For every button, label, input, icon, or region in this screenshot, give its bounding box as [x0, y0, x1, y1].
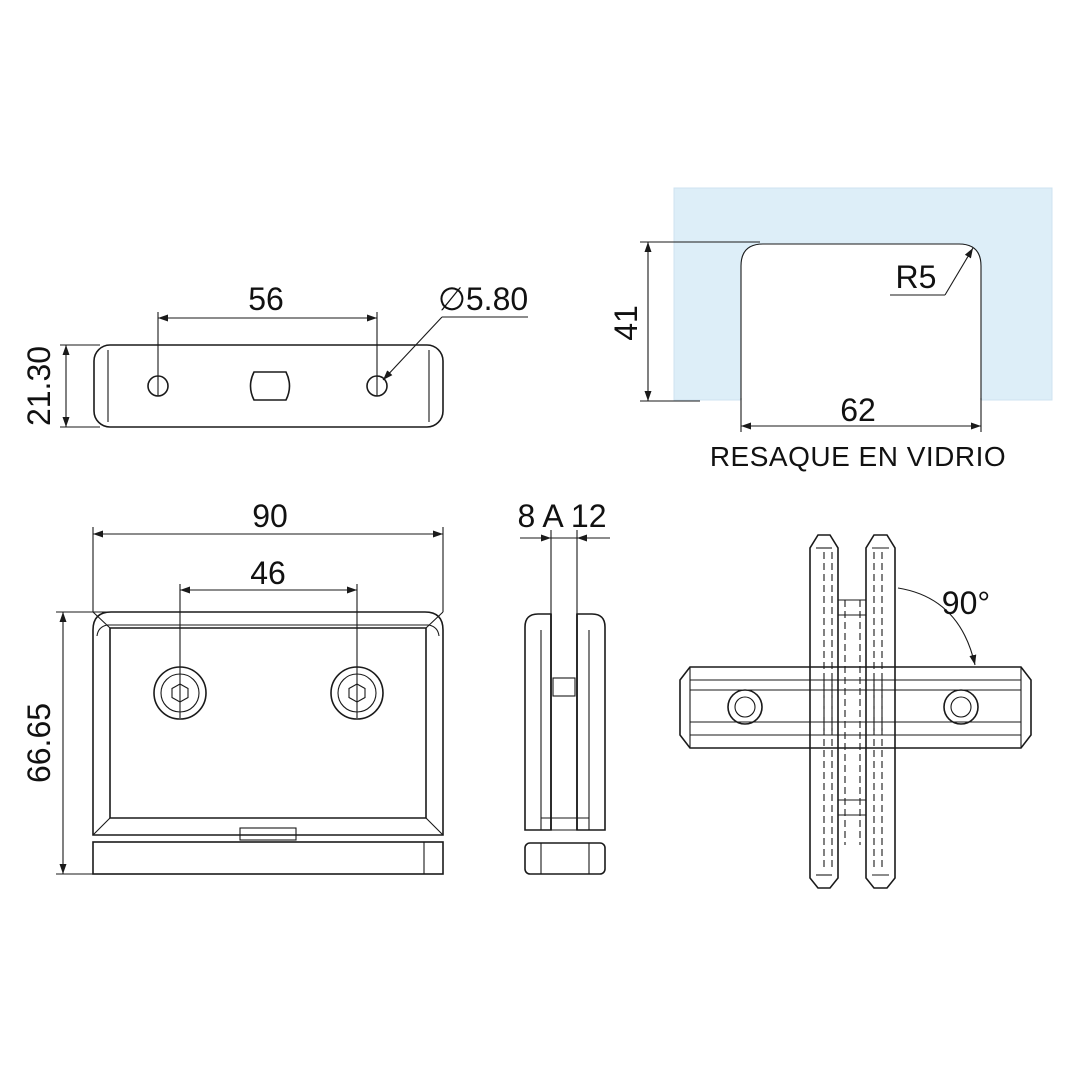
dimension-screw-spacing: 46	[250, 555, 286, 591]
glass-notch-view: 41 R5 62 RESAQUE EN VIDRIO	[608, 187, 1053, 472]
notch-edge	[740, 243, 982, 400]
dimension-notch-radius: R5	[896, 259, 937, 295]
top-view-clamp-right	[865, 534, 896, 889]
hinge-side-view: 8 A 12	[518, 498, 610, 875]
notch-caption: RESAQUE EN VIDRIO	[710, 441, 1006, 472]
dimension-angle: 90°	[942, 585, 990, 621]
side-clamp-right	[576, 613, 606, 831]
mounting-plate-chamfer-lines	[107, 350, 430, 422]
mounting-plate-outline	[93, 344, 444, 428]
dimension-glass-thickness: 8 A 12	[518, 498, 607, 534]
dimension-hole-spacing: 56	[248, 281, 284, 317]
hinge-top-view: 90°	[679, 534, 1032, 889]
top-view-screw-left	[727, 689, 763, 725]
dimension-height: 66.65	[21, 703, 57, 783]
diameter-leader	[382, 316, 443, 381]
mounting-plate-view: 56 ∅5.80 21.30	[21, 281, 528, 428]
dimension-plate-height: 21.30	[21, 346, 57, 426]
hinge-front-view: 90 46 66.65	[21, 498, 444, 875]
hinge-body-outline	[92, 611, 444, 836]
hinge-pivot	[239, 827, 297, 841]
glass-panel	[673, 187, 1053, 401]
side-clamp-left	[524, 613, 552, 831]
top-view-clamp-left	[809, 534, 839, 889]
mounting-slot	[249, 371, 291, 401]
top-view-screw-right	[943, 689, 979, 725]
dimension-notch-depth: 41	[608, 305, 644, 341]
radius-leader	[944, 247, 974, 296]
dimension-notch-width: 62	[840, 392, 876, 428]
dimension-hole-diameter: ∅5.80	[438, 281, 528, 317]
hinge-face	[109, 627, 427, 819]
side-base	[524, 842, 606, 875]
angle-arc	[897, 587, 977, 666]
hinge-base-plate	[92, 841, 444, 875]
top-view-body	[679, 666, 1032, 749]
dimension-width: 90	[252, 498, 288, 534]
